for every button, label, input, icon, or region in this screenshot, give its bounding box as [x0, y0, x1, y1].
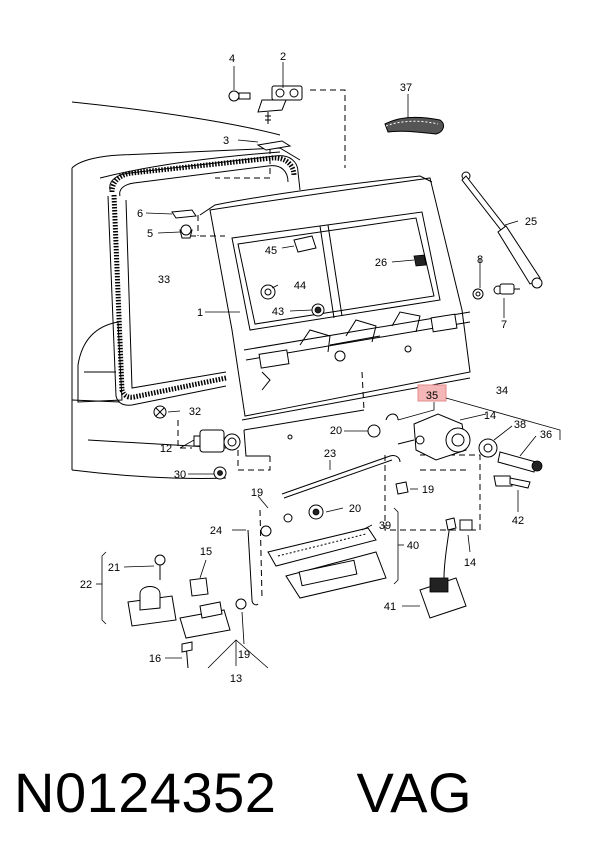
callout-45: 45 [265, 245, 277, 257]
callout-37: 37 [400, 82, 412, 94]
clip-45 [293, 235, 317, 253]
handle-assembly [267, 504, 387, 599]
callout-6: 6 [137, 208, 143, 220]
callout-32: 32 [189, 406, 201, 418]
callout-5: 5 [147, 228, 153, 240]
callout-42: 42 [512, 515, 524, 527]
callout-36: 36 [540, 429, 552, 441]
callout-25: 25 [525, 216, 537, 228]
tailgate-exploded-diagram: 4 2 37 3 6 5 33 25 8 7 45 26 44 1 43 32 … [71, 51, 561, 685]
highlight-box-35 [417, 384, 447, 402]
callout-labels: 4 2 37 3 6 5 33 25 8 7 45 26 44 1 43 32 … [80, 51, 552, 685]
callout-20-handle: 20 [349, 503, 361, 515]
callout-15: 15 [200, 546, 212, 558]
tailgate-panel [199, 175, 471, 457]
callout-3: 3 [223, 135, 229, 147]
callout-19-striker: 19 [238, 649, 250, 661]
brand-name: VAG [356, 761, 473, 824]
footer-caption: N0124352 VAG [14, 760, 472, 825]
callout-22: 22 [80, 579, 92, 591]
callout-39: 39 [379, 520, 391, 532]
callout-43: 43 [272, 306, 284, 318]
grommet-26 [413, 254, 427, 267]
callout-8: 8 [477, 254, 483, 266]
callout-13: 13 [230, 673, 242, 685]
callout-4: 4 [229, 53, 235, 65]
rod-23 [281, 455, 401, 495]
callout-12: 12 [160, 443, 172, 455]
callout-14-top: 14 [484, 410, 496, 422]
callout-44: 44 [294, 280, 306, 292]
callout-33: 33 [158, 274, 170, 286]
brackets [96, 397, 561, 669]
clip-20a [367, 424, 381, 438]
callout-34: 34 [496, 385, 508, 397]
callout-41: 41 [384, 601, 396, 613]
callout-leaders [123, 62, 537, 659]
callout-2: 2 [280, 51, 286, 63]
ball-stud-7 [493, 283, 520, 295]
hinge-assembly [171, 85, 303, 239]
lock-41 [419, 517, 473, 619]
gas-strut-25 [461, 171, 543, 289]
leader-lines [177, 89, 481, 599]
callout-24: 24 [210, 525, 222, 537]
callout-21: 21 [108, 562, 120, 574]
callout-14-lock: 14 [464, 557, 476, 569]
callout-35: 35 [426, 390, 438, 402]
callout-7: 7 [501, 319, 507, 331]
seal-coil-37 [384, 116, 444, 135]
rod-24 [247, 529, 259, 606]
callout-26: 26 [375, 257, 387, 269]
clip-19c [395, 481, 409, 495]
callout-38: 38 [514, 419, 526, 431]
callout-30: 30 [174, 469, 186, 481]
callout-23: 23 [324, 448, 336, 460]
lock-cylinder-assembly [385, 413, 543, 489]
callout-19-rod: 19 [251, 487, 263, 499]
callout-40: 40 [407, 540, 419, 552]
callout-1: 1 [197, 307, 203, 319]
callout-20-top: 20 [330, 425, 342, 437]
actuator-12 [193, 429, 241, 453]
striker-assembly [127, 554, 247, 669]
callout-19-lock: 19 [422, 484, 434, 496]
part-number: N0124352 [14, 761, 277, 824]
callout-16: 16 [149, 653, 161, 665]
